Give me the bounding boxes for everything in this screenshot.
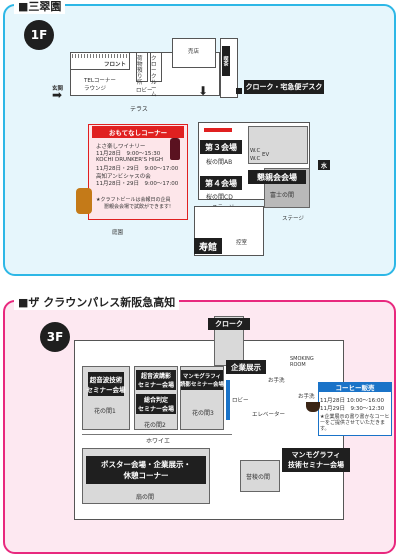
omotenashi-line6: 11月28日・29日 9:00～17:00 xyxy=(96,181,179,187)
poster-line1: ポスター会場・企業展示・ xyxy=(101,460,191,469)
kigyo-marker xyxy=(226,380,230,420)
kotobuki-title: 寿館 xyxy=(194,238,222,254)
omotenashi-note2: 懇親会会場で試飲ができます! xyxy=(104,204,172,210)
down-arrow-icon: ⬇ xyxy=(198,84,209,98)
hall3-room: 桜の間AB xyxy=(206,159,233,166)
coffee-line1: 11月28日 10:00～16:00 xyxy=(320,398,384,404)
stage2-label: ステージ xyxy=(282,216,304,222)
omotenashi-line2: 11月28日 9:00～15:30 xyxy=(96,151,161,157)
cloak-desk-tag: クローク・宅急便デスク xyxy=(244,80,324,94)
elevator-label: エレベーター xyxy=(252,412,286,418)
poster-tag: ポスター会場・企業展示・休憩コーナー xyxy=(86,456,206,484)
hall4-room: 桜の間CD xyxy=(206,194,233,201)
mammo-line2: 技術セミナー会場 xyxy=(288,461,344,469)
hall3-title: 第３会場 xyxy=(200,140,242,154)
hall-left-room: 花の間1 xyxy=(94,408,116,415)
lobby-label-3f: ロビー xyxy=(232,398,249,404)
hall-right-line2: 読影セミナー会場 xyxy=(180,382,225,388)
hall-mid-b-line1: 総合判定 xyxy=(143,397,168,404)
hall-mid-b-line2: セミナー会場 xyxy=(137,406,174,413)
front-label: フロント xyxy=(104,62,127,68)
beer-bottle-icon xyxy=(76,188,92,214)
water-tag: 水 xyxy=(318,160,330,170)
mammo-tech-tag: マンモグラフィ技術セミナー会場 xyxy=(282,448,350,472)
hall-mid-b-tag: 総合判定セミナー会場 xyxy=(136,394,176,414)
shop-label: 売店 xyxy=(188,49,200,55)
entrance-arrow-icon: ➡ xyxy=(52,88,63,102)
howaie-label: ホワイエ xyxy=(146,438,170,445)
front-counter xyxy=(72,54,128,58)
omotenashi-marker xyxy=(204,128,232,132)
kotobuki-annex-label: 控室 xyxy=(236,240,248,246)
hall-right-room: 花の間3 xyxy=(192,410,214,417)
konshin-room-label: 富士の間 xyxy=(270,192,295,199)
omotenashi-note1: ★クラフトビールは会報日の企員 xyxy=(96,197,171,203)
kashin-room-label: 誉稜の間 xyxy=(246,474,271,481)
restroom-left-label: お手洗 xyxy=(268,378,285,384)
coffee-title: コーヒー販売 xyxy=(318,382,392,392)
wc-block xyxy=(248,126,308,164)
cloak-desk-pointer xyxy=(236,88,242,94)
lounge-label: ラウンジ xyxy=(84,86,107,92)
howaie-divider xyxy=(82,434,232,435)
garden-label: 庭園 xyxy=(112,230,124,236)
coffee-note: ★企業展示の書り書かなコーヒーをご提供させていただきます。 xyxy=(320,414,390,432)
wc1-label: W.C xyxy=(250,148,261,154)
mammo-line1: マンモグラフィ xyxy=(291,451,341,459)
baggage-label: 荷物預り所 xyxy=(137,56,143,86)
hall-mid-room: 花の間2 xyxy=(144,422,166,429)
omotenashi-line5: 高知アンビシャスの会 xyxy=(96,174,151,180)
wine-bottle-icon xyxy=(170,138,180,160)
floor-badge-1f: 1F xyxy=(24,20,54,50)
top-venue-title: ■三翠園 xyxy=(14,0,66,14)
kashin-hall xyxy=(240,460,280,492)
lobby-label: ロビー xyxy=(136,88,153,94)
cloak-room-label: クロークルーム xyxy=(151,56,157,98)
poster-line2: 休憩コーナー xyxy=(123,471,169,480)
shop-room xyxy=(172,38,216,68)
cloak-tag: クローク xyxy=(208,318,250,330)
tel-label: TELコーナー xyxy=(84,78,116,84)
omotenashi-line1: よさ楽しワイナリー xyxy=(96,144,146,150)
smoking-room-label: SMOKING ROOM xyxy=(290,356,314,368)
hall-mid-a-line1: 超音波講影 xyxy=(140,373,171,380)
hall-left-line1: 超音波技術 xyxy=(89,376,123,384)
omotenashi-title: おもてなしコーナー xyxy=(92,126,184,138)
konshin-title: 懇親会会場 xyxy=(248,170,306,184)
omotenashi-line3: KOCHI DRUNKER'S HIGH xyxy=(96,157,163,163)
hall-left-tag: 超音波技術セミナー会場 xyxy=(86,372,126,396)
terrace-label: テラス xyxy=(130,106,148,113)
hall-mid-a-tag: 超音波講影セミナー会場 xyxy=(136,370,176,390)
coffee-label: 喫茶 xyxy=(222,56,229,66)
restroom-right-label: お手洗 xyxy=(298,394,315,400)
ev-label: EV xyxy=(262,152,270,158)
hall-mid-a-line2: セミナー会場 xyxy=(137,382,174,389)
coffee-tag: 喫茶 xyxy=(222,46,230,76)
coffee-line2: 11月29日 9:30～12:30 xyxy=(320,406,385,412)
entrance-label: 玄関 xyxy=(52,86,64,92)
poster-room: 扇の間 xyxy=(136,494,155,501)
hall4-title: 第４会場 xyxy=(200,176,242,190)
baggage-room xyxy=(136,52,148,82)
coffee-cup-icon xyxy=(306,402,320,412)
hall-right-line1: マンモグラフィ xyxy=(182,374,222,380)
floor-badge-3f: 3F xyxy=(40,322,70,352)
cloak-room xyxy=(150,52,162,82)
wc2-label: W.C xyxy=(250,156,261,162)
bottom-venue-title: ■ザ クラウンパレス新阪急高知 xyxy=(14,294,180,310)
kigyo-tag: 企業展示 xyxy=(226,360,266,374)
omotenashi-line4: 11月28日・29日 9:00～17:00 xyxy=(96,166,179,172)
hall-left-line2: セミナー会場 xyxy=(86,386,126,394)
hall-right-tag: マンモグラフィ読影セミナー会場 xyxy=(180,370,225,390)
